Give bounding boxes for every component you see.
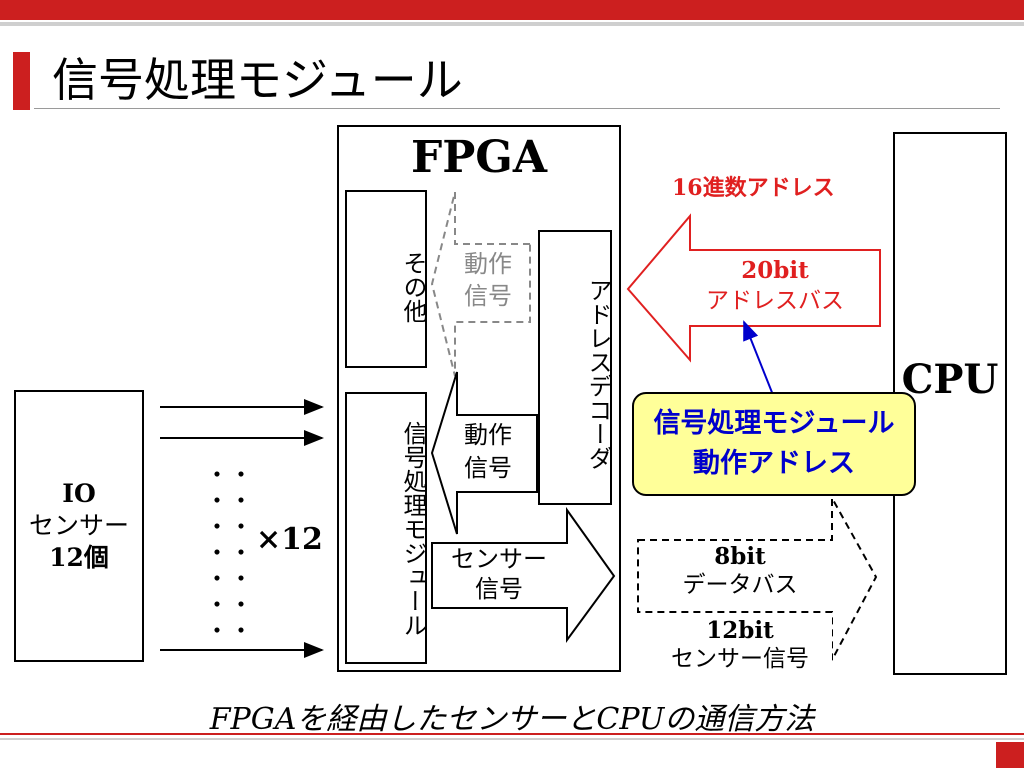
- cpu-label: CPU: [901, 356, 999, 403]
- io-sensor-line3: 12個: [49, 543, 109, 572]
- data-bus-line1: 8bit: [714, 543, 766, 570]
- dashed-action-signal-label: 動作 信号: [452, 248, 524, 312]
- ellipsis-column: ・・ ・・ ・・ ・・ ・・ ・・ ・・: [204, 462, 254, 644]
- multiplier-label: ×12: [256, 522, 323, 557]
- bottom-red-line: [0, 733, 1024, 735]
- other-block-label: その他: [399, 251, 427, 323]
- callout-label: 信号処理モジュール 動作アドレス: [632, 404, 916, 484]
- ellipsis-row: ・・: [205, 565, 253, 593]
- bottom-corner-block: [996, 742, 1024, 768]
- ellipsis-row: ・・: [205, 513, 253, 541]
- hex-address-label: 16進数アドレス: [672, 175, 835, 201]
- io-sensor-line2: センサー: [28, 511, 129, 540]
- dashed-action-signal-line2: 信号: [464, 282, 512, 310]
- ellipsis-row: ・・: [205, 617, 253, 645]
- address-bus-label: 20bit アドレスバス: [680, 256, 870, 316]
- callout-pointer: [743, 320, 776, 401]
- bottom-gray-line: [0, 738, 1024, 740]
- io-sensor-box: [14, 390, 144, 662]
- top-gray-bar: [0, 22, 1024, 26]
- sensor-signal-line2: 信号: [475, 575, 523, 603]
- sensor-signal-arrow: [431, 506, 616, 644]
- data-bus-arrow: [637, 494, 878, 661]
- dashed-action-signal-line1: 動作: [464, 250, 512, 278]
- callout-box: [632, 392, 916, 496]
- address-decoder-block: [538, 230, 612, 505]
- other-block: [345, 190, 427, 368]
- action-signal-line1: 動作: [464, 421, 512, 449]
- signal-module-block: [345, 392, 427, 664]
- address-bus-line2: アドレスバス: [706, 288, 844, 314]
- address-bus-line1: 20bit: [741, 257, 809, 284]
- top-red-bar: [0, 0, 1024, 20]
- fpga-title: FPGA: [410, 132, 548, 183]
- data-bus-label: 8bit データバス: [648, 542, 832, 600]
- signal-module-label: 信号処理モジュール: [399, 421, 427, 637]
- ellipsis-row: ・・: [205, 461, 253, 489]
- slide-caption: FPGAを経由したセンサーとCPUの通信方法: [209, 702, 815, 737]
- sensor-signal-label: センサー 信号: [440, 544, 558, 604]
- ellipsis-row: ・・: [205, 539, 253, 567]
- io-sensor-line1: IO: [62, 479, 96, 508]
- address-decoder-label: アドレスデコーダ: [584, 278, 612, 470]
- data-bus-line2: データバス: [682, 572, 798, 598]
- action-signal-arrow: [430, 371, 538, 535]
- dashed-action-signal-arrow: [430, 191, 531, 377]
- data-bus-line3: 12bit: [706, 617, 774, 644]
- ellipsis-row: ・・: [205, 487, 253, 515]
- sensor-bus-label: 12bit センサー信号: [648, 616, 832, 674]
- callout-line2: 動作アドレス: [693, 448, 855, 479]
- io-sensor-label: IO センサー 12個: [14, 478, 144, 574]
- action-signal-label: 動作 信号: [452, 419, 524, 485]
- data-bus-line4: センサー信号: [671, 646, 809, 672]
- title-underline: [34, 108, 1000, 109]
- sensor-signal-line1: センサー: [451, 545, 547, 573]
- fpga-box: [337, 125, 621, 672]
- callout-line1: 信号処理モジュール: [653, 408, 895, 439]
- title-accent-bar: [13, 52, 30, 110]
- ellipsis-row: ・・: [205, 591, 253, 619]
- action-signal-line2: 信号: [464, 454, 512, 482]
- address-bus-arrow: [626, 213, 881, 363]
- slide-title: 信号処理モジュール: [52, 53, 463, 107]
